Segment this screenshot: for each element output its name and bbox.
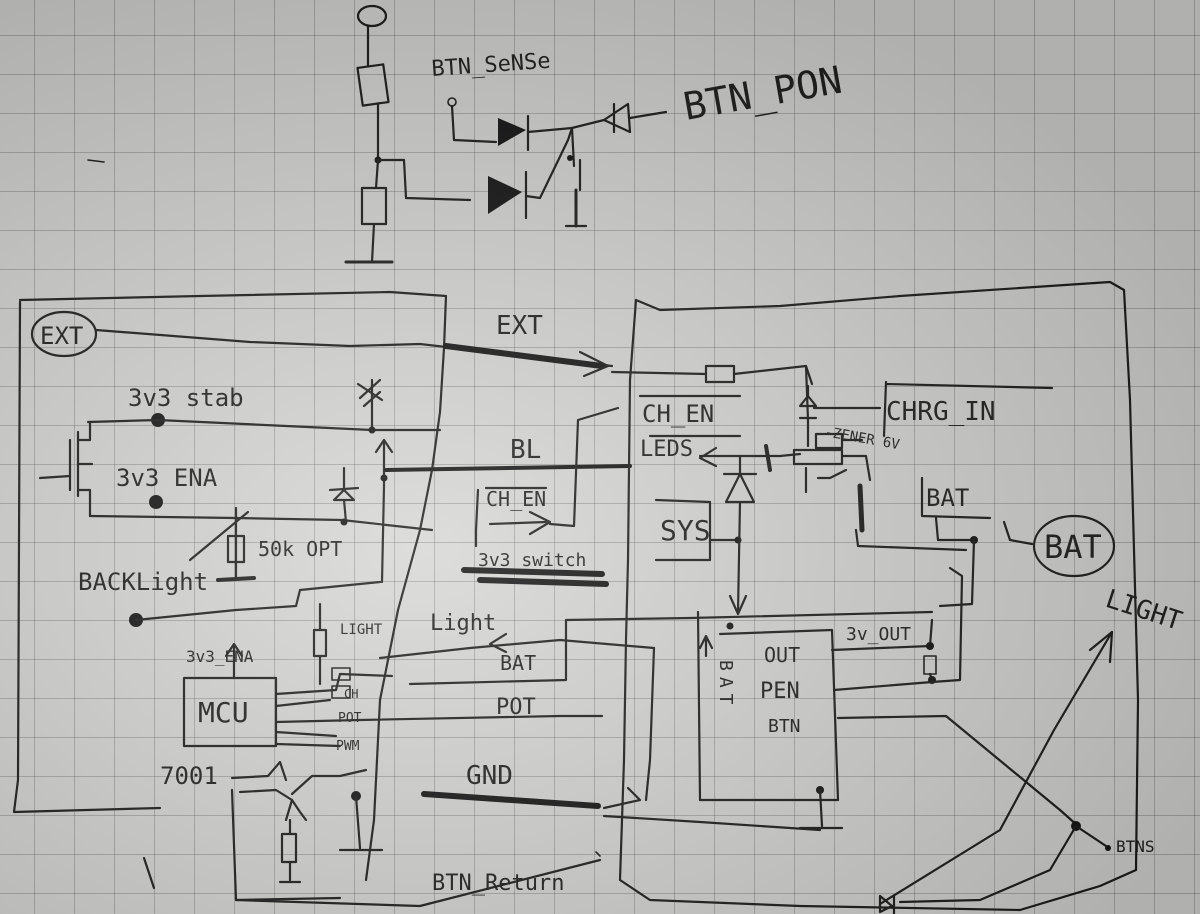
resistor-top [356,63,390,107]
label-light-arrow: LIGHT [1102,584,1186,637]
ch-en-right: CH_EN LEDS [638,394,802,468]
ext-bus: EXT [443,311,610,378]
bl-bus: BL [384,435,632,472]
right-board-outline [618,280,1140,912]
charger-cluster: -ZENER 6V [792,384,968,552]
mosfet [38,420,94,518]
label-pin-pwm: PWM [336,739,360,754]
label-pin-pot: POT [338,711,362,726]
label-ch-en-left: CH_EN [486,487,546,511]
mcu-block: MCU 3v3_ENA LIGHT CH POT PWM [182,602,604,754]
label-btn-sense: BTN_SeNSe [431,49,552,82]
diode-bl [328,438,394,584]
sys-block: SYS [654,498,742,562]
label-3v3-switch: 3v3 switch [478,550,586,571]
label-3v-out: 3v_OUT [846,624,911,645]
net-light: Light [378,611,656,802]
label-sys: SYS [660,514,711,547]
diode-lower [488,170,528,220]
label-3v3-ena: 3v3 ENA [116,464,218,492]
diode-upper [498,114,530,152]
label-3v3-ena-mcu: 3v3_ENA [186,647,254,666]
label-chip-bat: BAT [715,660,736,711]
ch-en-left: CH_EN [474,406,620,548]
label-50k-opt: 50k OPT [258,537,342,561]
net-3v3-stab: 3v3 stab [86,378,442,434]
label-ext-connector: EXT [40,322,83,350]
label-bl: BL [510,435,541,465]
top-terminal [356,4,388,28]
label-pen: PEN [760,679,800,704]
label-ext-bus: EXT [496,311,543,341]
switch-3v3: 3v3 switch [461,550,609,587]
btns-node: BTNS [878,821,1155,914]
resistor-bottom [360,186,388,226]
net-pot: POT [496,695,536,720]
label-leds: LEDS [640,437,693,462]
transistor-7001: 7001 [160,760,368,902]
label-light-net: Light [430,611,496,636]
label-3v3-stab: 3v3 stab [128,384,244,412]
label-pin-ch: CH [344,687,358,701]
button-sense-circuit: BTN_SeNSe BTN_PON [344,4,846,264]
mcu-box [182,676,278,748]
label-bat-box: BAT [926,484,969,512]
light-arrow: LIGHT [878,584,1186,906]
label-ch-en-right: CH_EN [642,400,714,428]
label-7001: 7001 [160,762,218,790]
power-chip: BAT OUT PEN BTN 3v_OUT [696,566,1080,830]
label-light-pin: LIGHT [340,622,383,638]
chrg-in: CHRG_IN [812,380,1054,438]
gnd-bus: GND [338,761,822,852]
net-3v3-ena: 3v3 ENA 50k OPT [88,464,434,582]
net-bat: BAT [408,610,934,686]
bat-box: BAT [920,476,1034,608]
label-bat-net: BAT [500,651,536,675]
diode-central [722,444,772,616]
label-out: OUT [764,643,800,667]
label-mcu: MCU [198,696,249,729]
label-bat-connector: BAT [1044,528,1102,566]
label-gnd: GND [466,761,513,791]
btn-return: BTN_Return [234,858,602,908]
diode-pon [602,102,668,134]
label-btn: BTN [768,716,801,737]
resistor-7001 [280,832,298,864]
label-btn-pon: BTN_PON [680,58,846,130]
label-chrg-in: CHRG_IN [886,397,996,427]
label-backlight: BACKLight [78,568,208,596]
resistor-light [312,628,328,658]
bat-connector: BAT [1032,514,1116,578]
net-backlight: BACKLight [78,568,382,627]
label-btns: BTNS [1116,837,1155,856]
resistor-50k [226,534,246,564]
label-pot-net: POT [496,695,536,720]
